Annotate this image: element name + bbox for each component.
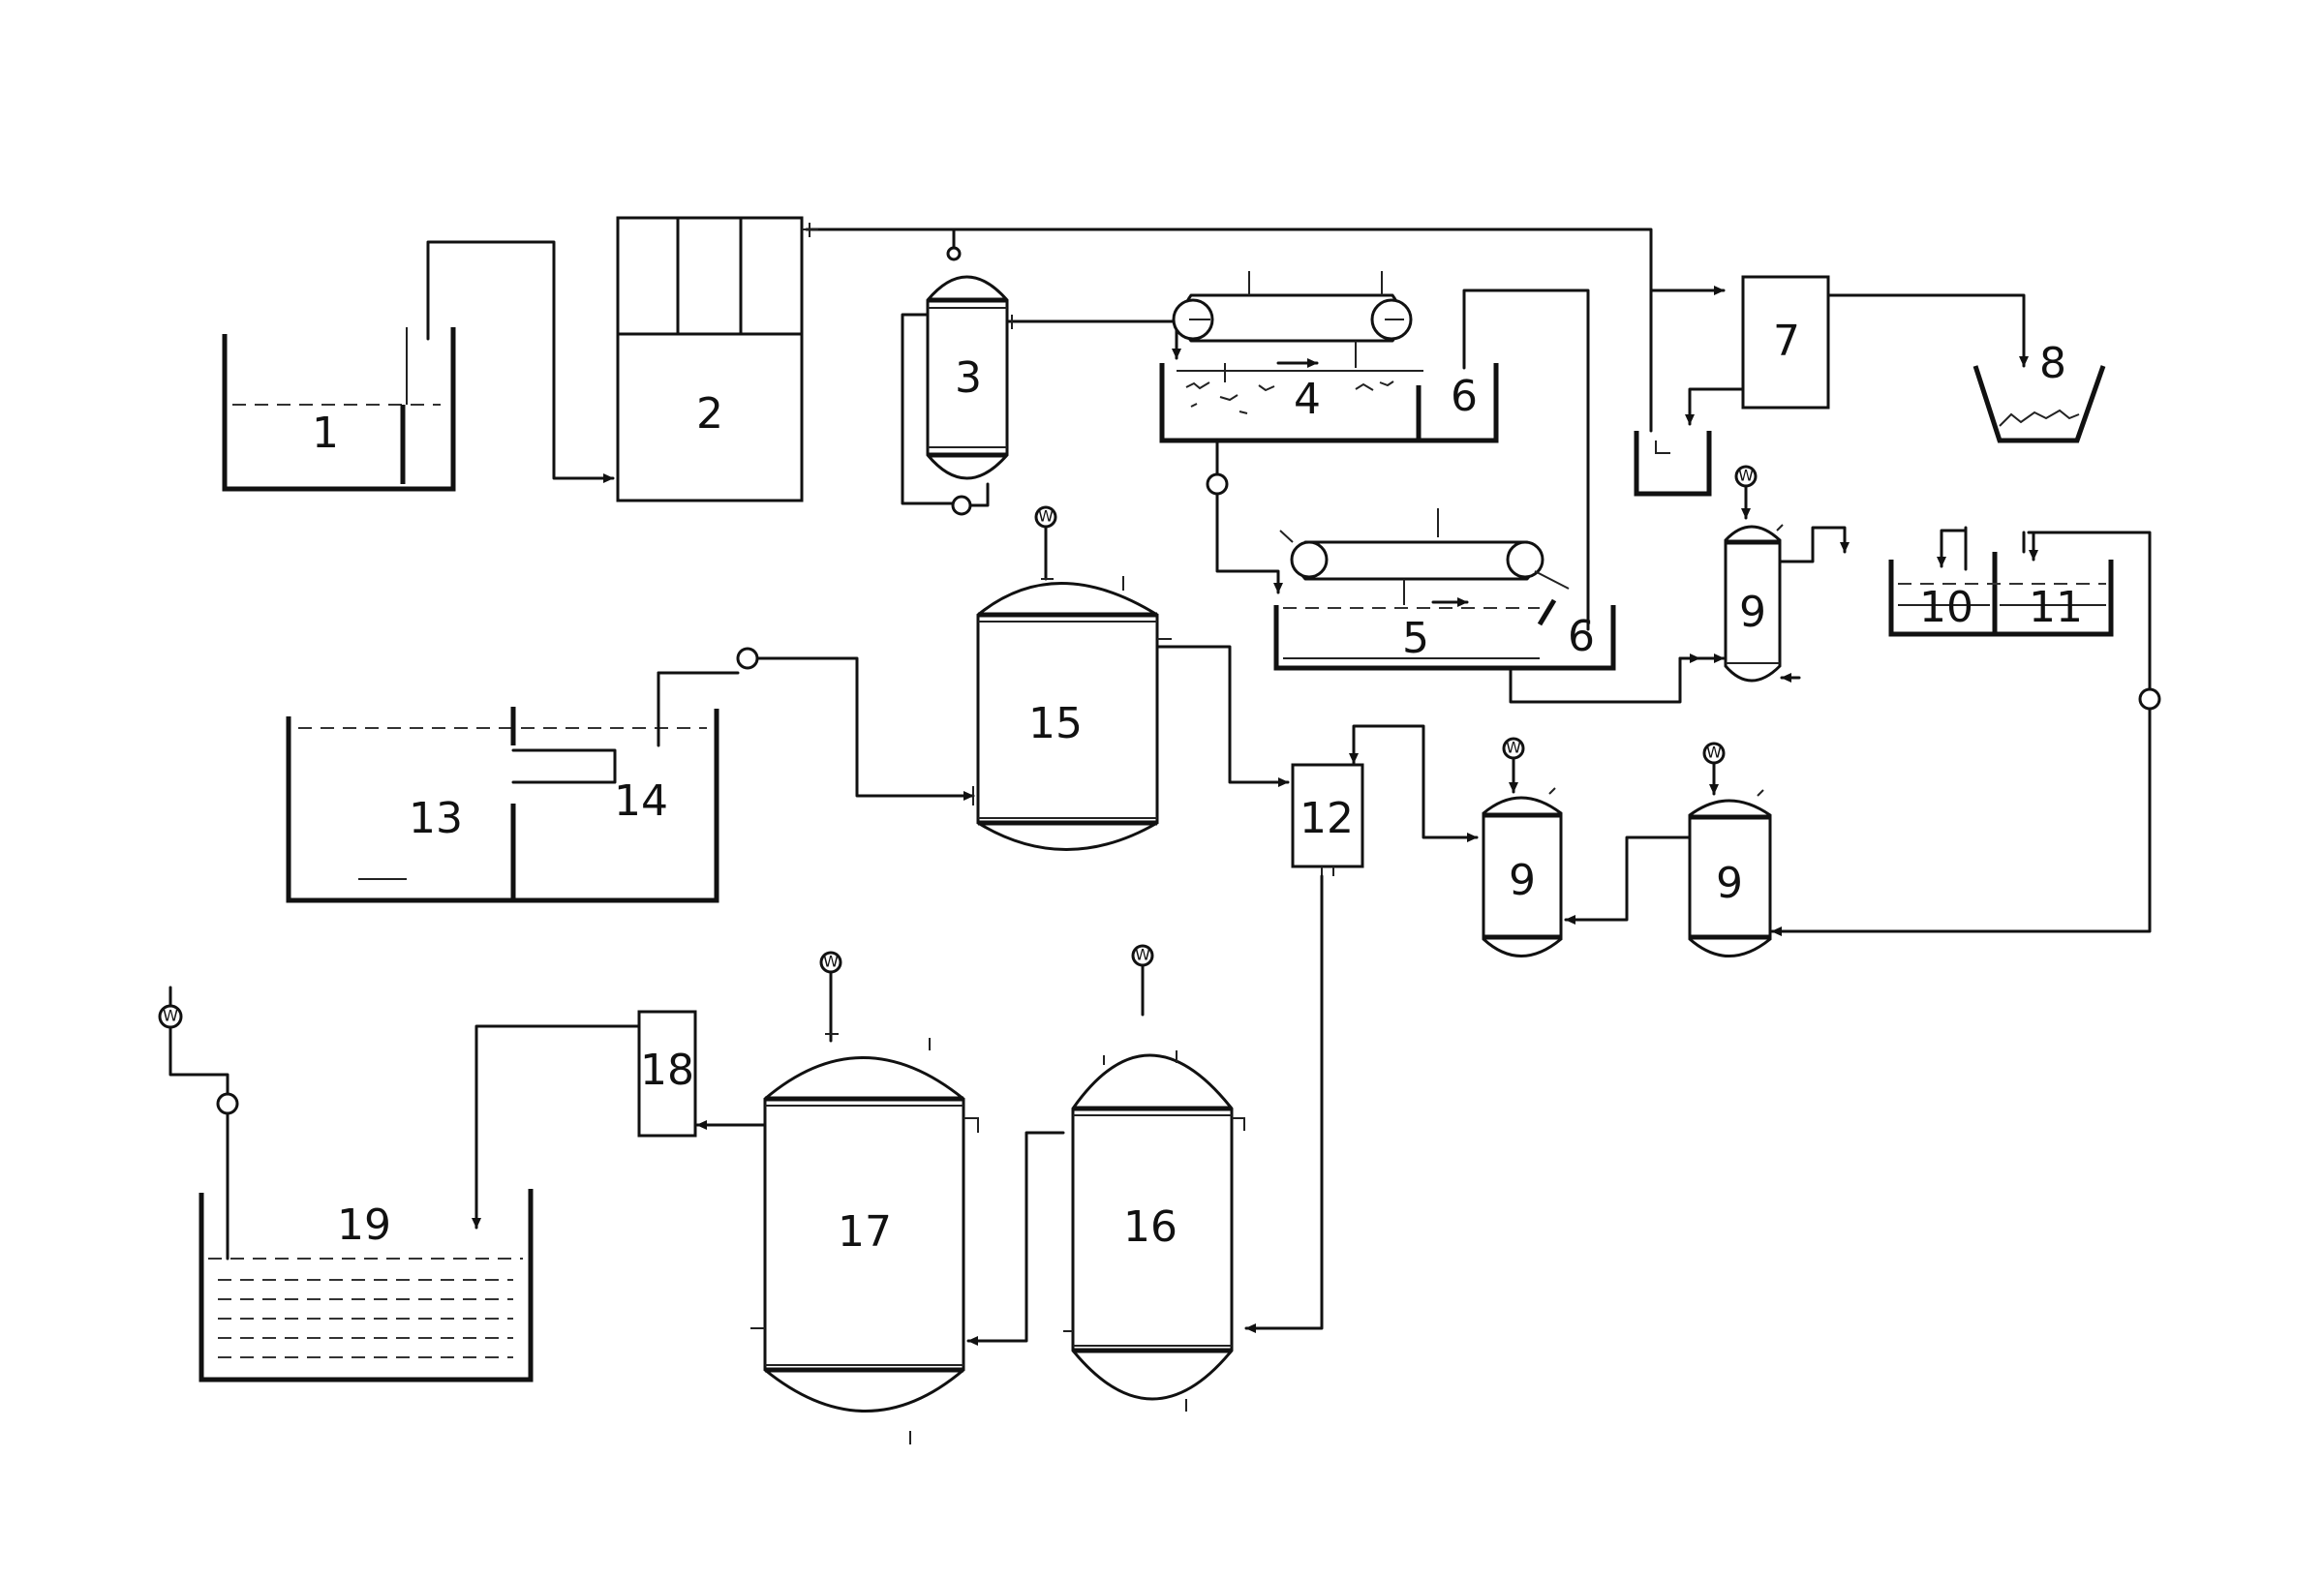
svg-text:W: W (1738, 467, 1754, 485)
label-13: 13 (409, 794, 463, 843)
pipe-14-15 (757, 658, 973, 801)
label-9a: 9 (1739, 588, 1766, 637)
reactor-15: 15 W (973, 507, 1172, 850)
unit-2: 2 (618, 218, 802, 501)
label-5: 5 (1402, 614, 1429, 663)
vessel-9-mid: 9 W (1483, 739, 1561, 957)
bin-8: 8 (1975, 339, 2103, 441)
label-8: 8 (2039, 339, 2066, 388)
reactor-17: 17 W (750, 953, 978, 1445)
pipe-18-19 (472, 1026, 639, 1228)
label-1: 1 (312, 409, 339, 458)
belt-filter-5: 5 6 (1276, 508, 1613, 668)
tank-10-11: 10 11 (1891, 528, 2150, 692)
label-7: 7 (1773, 317, 1800, 366)
label-10: 10 (1919, 583, 1973, 632)
label-11: 11 (2029, 583, 2083, 632)
label-16: 16 (1123, 1202, 1177, 1252)
label-2: 2 (696, 389, 723, 439)
vessel-9-right: 9 W (1690, 744, 1770, 957)
svg-text:W: W (1706, 744, 1722, 762)
pump-icon (738, 649, 757, 668)
label-12: 12 (1300, 794, 1354, 843)
pipe-12-16 (1246, 876, 1322, 1333)
label-19: 19 (337, 1200, 391, 1250)
pipe-15-12 (1157, 647, 1288, 787)
label-6a: 6 (1451, 372, 1478, 421)
label-15: 15 (1028, 699, 1083, 748)
svg-text:W: W (1038, 507, 1054, 526)
reactor-16: 16 W (1063, 946, 1244, 1413)
vessel-9-top: 9 W (1680, 467, 1850, 683)
pump-icon (953, 497, 970, 514)
svg-text:W: W (1506, 739, 1521, 757)
label-18: 18 (640, 1046, 694, 1095)
tank-13-14: 13 14 (289, 673, 717, 900)
pipe-16-17 (968, 1133, 1063, 1346)
label-9c: 9 (1716, 859, 1743, 908)
svg-text:W: W (823, 953, 839, 971)
pipe-7-8 (1828, 295, 2029, 366)
label-17: 17 (838, 1207, 892, 1257)
label-9b: 9 (1509, 856, 1536, 905)
pump-icon (218, 1094, 237, 1113)
unit-7: 7 (1743, 277, 1828, 408)
pump-icon (2140, 689, 2159, 709)
label-14: 14 (614, 776, 668, 826)
tank-1: 1 (225, 327, 453, 489)
pipe-1-2 (428, 242, 613, 483)
tank-19: 19 (201, 1189, 531, 1380)
label-4: 4 (1294, 375, 1321, 424)
pump-icon (1208, 474, 1227, 494)
pipe-header-top (807, 229, 1724, 295)
unit-18: 18 (639, 1012, 695, 1136)
label-6b: 6 (1568, 612, 1595, 661)
unit-12: 12 (1293, 765, 1362, 876)
column-3: 3 (902, 277, 1181, 514)
svg-text:W: W (1135, 946, 1150, 964)
label-3: 3 (955, 353, 982, 403)
svg-text:W: W (163, 1007, 178, 1025)
belt-filter-4: 4 6 (1162, 271, 1496, 441)
